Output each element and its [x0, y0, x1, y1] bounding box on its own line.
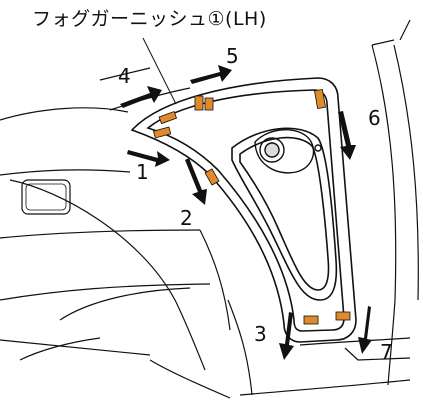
- callout-7: 7: [380, 340, 393, 364]
- arrow-5: [190, 65, 232, 84]
- clip-2: [204, 168, 220, 186]
- fog-lamp: [254, 129, 322, 174]
- callout-1: 1: [136, 160, 149, 184]
- arrow-1: [127, 150, 170, 167]
- clip-6: [314, 88, 326, 110]
- callout-4: 4: [118, 64, 131, 88]
- clips: [153, 88, 351, 325]
- arrow-7: [358, 306, 372, 354]
- clip-3: [303, 315, 319, 325]
- callout-6: 6: [368, 106, 381, 130]
- bumper-body: [0, 19, 419, 399]
- arrow-2: [185, 158, 207, 205]
- arrow-4: [120, 86, 162, 108]
- clip-5a: [194, 95, 204, 111]
- arrows: [120, 65, 372, 360]
- callout-2: 2: [180, 206, 193, 230]
- part-title: フォグガーニッシュ①(LH): [32, 8, 267, 30]
- title-leader-line: [142, 37, 177, 105]
- callout-5: 5: [226, 44, 239, 68]
- clip-1: [153, 126, 172, 139]
- clip-7: [335, 311, 351, 321]
- reflector-recess: [21, 179, 71, 215]
- clip-5b: [204, 97, 214, 111]
- clip-4: [158, 110, 178, 125]
- arrow-3: [279, 312, 294, 360]
- callout-3: 3: [254, 322, 267, 346]
- arrow-6: [338, 111, 356, 160]
